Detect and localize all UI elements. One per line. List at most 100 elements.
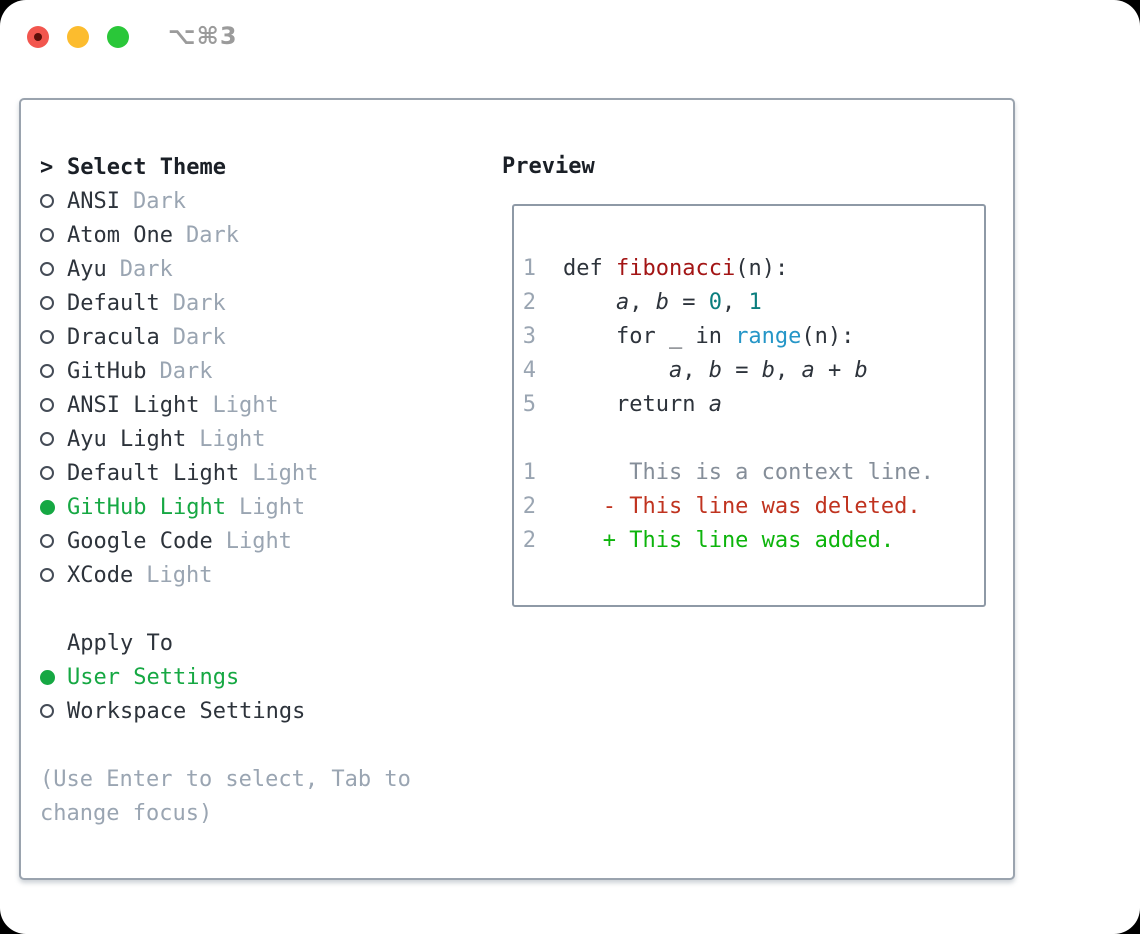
radio-cell [40,432,67,446]
code-token: a [708,392,722,417]
spacer [40,592,411,626]
line-number: 4 [522,358,536,383]
apply-to-header: Apply To [40,626,411,660]
close-dot-icon [34,33,42,41]
radio-cell [40,466,67,480]
radio-cell [40,669,67,685]
line-number: 1 [522,256,536,281]
select-theme-title: Select Theme [67,154,226,180]
radio-cell [40,262,67,276]
theme-option-ansi-light[interactable]: ANSI Light Light [40,388,411,422]
hint-text-2: change focus) [40,800,213,826]
code-token: range [735,324,802,349]
theme-option-label: XCode [67,562,134,588]
spacer [40,728,411,762]
code-token: = [668,290,709,315]
theme-option-ayu-light[interactable]: Ayu Light Light [40,422,411,456]
radio-cell [40,568,67,582]
apply-option-user-settings[interactable]: User Settings [40,660,411,694]
radio-icon[interactable] [40,228,54,242]
line-number: 3 [522,324,536,349]
theme-option-label: Default Light [67,460,240,486]
line-number: 2 [522,494,536,519]
radio-icon[interactable] [40,364,54,378]
theme-variant-tag: Light [199,426,266,452]
theme-option-default-light[interactable]: Default Light Light [40,456,411,490]
close-button[interactable] [27,26,49,48]
radio-icon[interactable] [40,330,54,344]
theme-variant-tag: Dark [159,358,213,384]
code-token: return [563,392,709,417]
code-line: 2 a, b = 0, 1 [522,286,984,320]
radio-icon[interactable] [40,262,54,276]
code-line: 2 + This line was added. [522,524,984,558]
hint-line-2: change focus) [40,796,411,830]
theme-option-label: Atom One [67,222,173,248]
zoom-button[interactable] [107,26,129,48]
radio-icon[interactable] [40,534,54,548]
theme-option-label: Ayu Light [67,426,187,452]
hint-line-1: (Use Enter to select, Tab to [40,762,411,796]
code-token: def [563,256,616,281]
code-token: , [774,358,802,383]
radio-cell [40,194,67,208]
code-token: = [721,358,762,383]
theme-variant-tag: Dark [172,290,226,316]
theme-variant-tag: Light [252,460,319,486]
radio-icon[interactable] [40,194,54,208]
radio-icon[interactable] [40,466,54,480]
radio-icon[interactable] [40,704,54,718]
apply-to-title: Apply To [67,630,173,656]
code-token: , [682,358,709,383]
radio-icon[interactable] [40,432,54,446]
apply-option-workspace-settings[interactable]: Workspace Settings [40,694,411,728]
radio-icon[interactable] [40,296,54,310]
radio-selected-icon[interactable] [40,669,55,685]
theme-option-label: Ayu [67,256,107,282]
radio-cell [40,499,67,515]
code-token: 1 [748,290,762,315]
theme-option-label: GitHub [67,358,147,384]
radio-icon[interactable] [40,398,54,412]
theme-variant-tag: Light [238,494,306,520]
theme-option-xcode[interactable]: XCode Light [40,558,411,592]
radio-cell [40,398,67,412]
theme-variant-tag: Light [212,392,279,418]
keyboard-shortcut-label: ⌥⌘3 [168,22,238,50]
theme-variant-tag: Dark [172,324,226,350]
code-token: + [814,358,855,383]
code-token: 0 [708,290,722,315]
code-token: , [721,290,749,315]
radio-cell [40,330,67,344]
code-line: 3 for _ in range(n): [522,320,984,354]
cursor-chevron-icon: > [40,154,54,180]
radio-icon[interactable] [40,568,54,582]
radio-cell [40,228,67,242]
theme-variant-tag: Light [225,528,292,554]
code-token: b [761,358,775,383]
theme-variant-tag: Light [146,562,213,588]
line-number: 2 [522,290,536,315]
code-token: + This line was added. [563,528,895,553]
theme-option-github[interactable]: GitHub Dark [40,354,411,388]
line-number: 5 [522,392,536,417]
theme-option-label: Google Code [67,528,213,554]
theme-option-label: ANSI Light [67,392,200,418]
code-token: b [854,358,868,383]
radio-cell [40,296,67,310]
radio-selected-icon[interactable] [40,499,55,515]
select-theme-header: > Select Theme [40,150,411,184]
theme-option-google-code[interactable]: Google Code Light [40,524,411,558]
minimize-button[interactable] [67,26,89,48]
